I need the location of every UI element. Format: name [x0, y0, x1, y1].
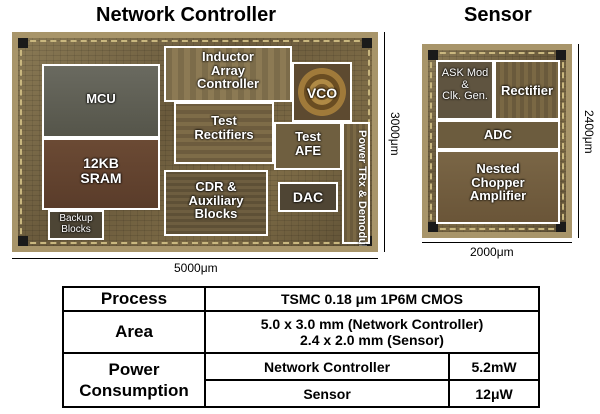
corner-pad	[18, 236, 28, 246]
network-controller-die: MCU 12KB SRAM Backup Blocks Inductor Arr…	[12, 32, 378, 252]
backup-label: Backup Blocks	[59, 213, 93, 235]
nc-height-dimension-line	[384, 32, 385, 252]
test-afe-label: Test AFE	[295, 129, 321, 158]
test-rectifiers: Test Rectifiers	[174, 102, 274, 164]
corner-pad	[556, 222, 566, 232]
vco-block: VCO	[292, 62, 352, 122]
ask-mod-clk-gen: ASK Mod & Clk. Gen.	[436, 60, 494, 120]
corner-pad	[428, 222, 438, 232]
corner-pad	[18, 38, 28, 48]
sensor-height-dimension-line	[578, 44, 579, 238]
table-row: Area 5.0 x 3.0 mm (Network Controller) 2…	[62, 310, 540, 354]
sensor-die: ASK Mod & Clk. Gen. Rectifier ADC Nested…	[422, 44, 572, 238]
process-label: Process	[62, 286, 206, 312]
table-row: Sensor 12μW	[63, 379, 540, 408]
vco-label: VCO	[306, 85, 338, 101]
nc-width-label: 5000μm	[174, 261, 218, 275]
corner-pad	[362, 38, 372, 48]
power-row-value: 12μW	[448, 379, 540, 408]
sensor-width-dimension-line	[422, 242, 572, 243]
pad-ring	[430, 52, 564, 230]
backup-blocks: Backup Blocks	[48, 210, 104, 240]
area-value-nc: 5.0 x 3.0 mm (Network Controller)	[260, 316, 484, 332]
power-trx-label: Power TRx & Demodulator	[356, 130, 368, 252]
cdr-label: CDR & Auxiliary Blocks	[188, 179, 244, 222]
area-label: Area	[62, 310, 206, 354]
sensor-width-label: 2000μm	[470, 245, 514, 259]
table-row: Power Consumption Network Controller 5.2…	[62, 352, 540, 408]
mcu-block: MCU	[42, 64, 160, 138]
power-row-value: 5.2mW	[448, 352, 540, 381]
ask-label: ASK Mod & Clk. Gen.	[441, 67, 489, 103]
dac-block: DAC	[278, 182, 338, 212]
sensor-title: Sensor	[464, 4, 532, 26]
power-row-name: Network Controller	[203, 352, 451, 381]
power-row-name: Sensor	[203, 379, 451, 408]
cdr-auxiliary-blocks: CDR & Auxiliary Blocks	[164, 170, 268, 236]
dac-label: DAC	[292, 189, 324, 205]
nc-height-label: 3000μm	[388, 112, 402, 156]
power-consumption-label: Power Consumption	[62, 352, 206, 408]
corner-pad	[556, 50, 566, 60]
test-rectifiers-label: Test Rectifiers	[194, 113, 254, 142]
rectifier-label: Rectifier	[500, 83, 554, 98]
corner-pad	[428, 50, 438, 60]
adc-block: ADC	[436, 120, 560, 150]
network-controller-title: Network Controller	[96, 4, 277, 26]
test-afe: Test AFE	[274, 122, 342, 170]
area-value: 5.0 x 3.0 mm (Network Controller) 2.4 x …	[204, 310, 540, 354]
power-trx-demodulator	[342, 122, 370, 244]
sram-label: 12KB SRAM	[80, 155, 122, 186]
adc-label: ADC	[483, 127, 513, 142]
nc-width-dimension-line	[12, 258, 378, 259]
inductor-array-controller: Inductor Array Controller	[164, 46, 292, 102]
sram-block: 12KB SRAM	[42, 138, 160, 210]
rectifier-block: Rectifier	[494, 60, 560, 120]
area-value-sensor: 2.4 x 2.0 mm (Sensor)	[300, 332, 444, 348]
chopper-label: Nested Chopper Amplifier	[469, 161, 527, 204]
spec-table: Process TSMC 0.18 μm 1P6M CMOS Area 5.0 …	[62, 286, 540, 408]
inductor-label: Inductor Array Controller	[196, 49, 260, 92]
mcu-label: MCU	[86, 91, 116, 106]
process-value: TSMC 0.18 μm 1P6M CMOS	[204, 286, 540, 312]
sensor-height-label: 2400μm	[582, 110, 596, 154]
table-row: Process TSMC 0.18 μm 1P6M CMOS	[62, 286, 540, 312]
nested-chopper-amplifier: Nested Chopper Amplifier	[436, 150, 560, 224]
